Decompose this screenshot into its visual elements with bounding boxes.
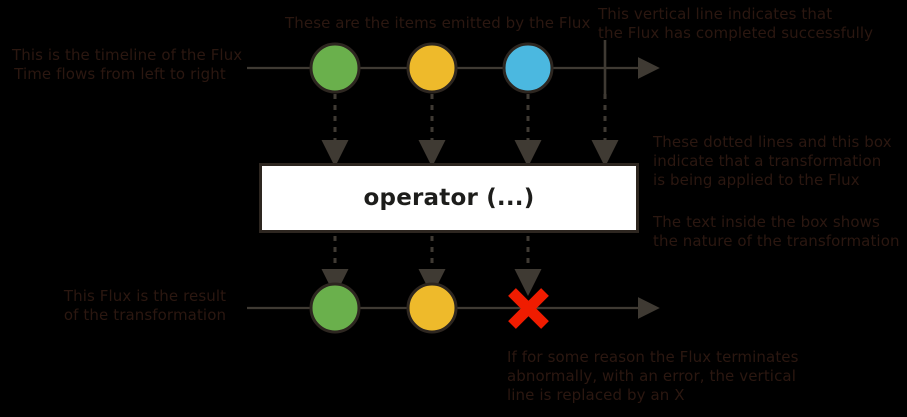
annotation-items-top: These are the items emitted by the Flux [285,14,591,32]
annotation-error-termination: If for some reason the Flux terminates a… [507,348,799,404]
source-marble-blue[interactable] [502,42,554,94]
output-dotted-arrows-group [321,236,542,296]
operator-label: operator (...) [363,185,535,211]
annotation-result-flux: This Flux is the result of the transform… [63,287,227,324]
annotation-transformation: These dotted lines and this box indicate… [653,133,892,189]
annotation-completion-line: This vertical line indicates that the Fl… [598,5,874,42]
result-marble-yellow[interactable] [406,282,458,334]
source-marble-green[interactable] [309,42,361,94]
input-dotted-arrows-group [321,94,619,167]
source-timeline-group [247,40,660,97]
result-marble-green[interactable] [309,282,361,334]
source-marble-yellow[interactable] [406,42,458,94]
result-timeline-group [247,282,660,334]
error-x-icon [508,288,549,329]
operator-box[interactable]: operator (...) [259,163,639,233]
annotation-timeline-left: This is the timeline of the Flux Time fl… [12,46,243,83]
annotation-box-text-meaning: The text inside the box shows the nature… [653,213,900,250]
